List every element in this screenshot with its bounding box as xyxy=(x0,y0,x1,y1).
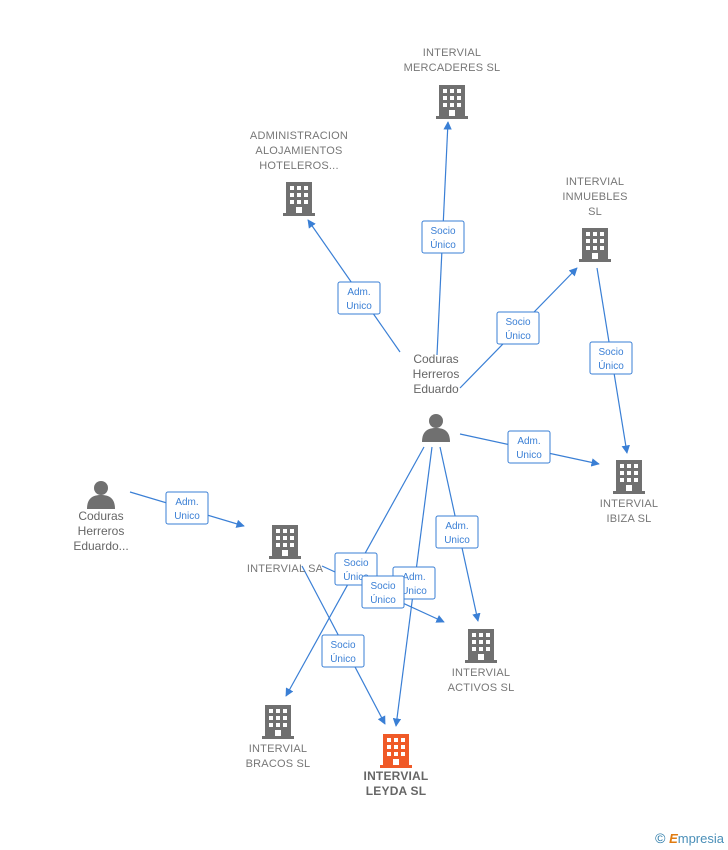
edge-label-coduras_other-to-intervial_sa[interactable]: Adm. Unico xyxy=(165,491,209,525)
edge-label-text: Socio xyxy=(330,640,355,651)
edge-label-text: Socio xyxy=(343,558,368,569)
building-icon xyxy=(283,182,315,216)
node-label: Herreros xyxy=(78,524,125,538)
edge-label-box xyxy=(321,634,365,668)
building-icon xyxy=(613,460,645,494)
edge-label-text: Unico xyxy=(516,450,542,461)
edge-label-text: Socio xyxy=(430,226,455,237)
node-label: INTERVIAL xyxy=(452,667,510,679)
node-label: INTERVIAL xyxy=(600,498,658,510)
node-label: INTERVIAL SA xyxy=(247,563,324,575)
edge-label-box xyxy=(361,575,405,609)
node-bracos[interactable]: INTERVIAL BRACOS SL xyxy=(246,705,311,770)
edge-label-box xyxy=(165,491,209,525)
edge-label-text: Adm. xyxy=(517,436,540,447)
node-label: Eduardo xyxy=(413,382,459,396)
node-label: LEYDA SL xyxy=(366,784,427,798)
edge-labels-layer: SocioÚnicoAdm.UnicoSocioÚnicoSocioÚnicoA… xyxy=(165,220,633,668)
building-icon xyxy=(579,228,611,262)
node-label: BRACOS SL xyxy=(246,758,311,770)
brand-initial: E xyxy=(669,831,678,846)
node-label: INTERVIAL xyxy=(423,47,481,59)
copyright-symbol: © xyxy=(655,830,666,846)
edge-label-box xyxy=(589,341,633,375)
edge-label-text: Socio xyxy=(505,317,530,328)
node-label: MERCADERES SL xyxy=(404,62,501,74)
node-administracion[interactable]: ADMINISTRACION ALOJAMIENTOS HOTELEROS... xyxy=(250,130,348,216)
node-coduras-other[interactable]: CodurasHerrerosEduardo... xyxy=(73,481,129,553)
edge-label-text: Unico xyxy=(174,511,200,522)
node-label: ALOJAMIENTOS xyxy=(255,145,342,157)
node-label: INMUEBLES xyxy=(562,191,627,203)
edge-label-text: Unico xyxy=(401,586,427,597)
edge-label-text: Adm. xyxy=(347,287,370,298)
edge-label-box xyxy=(507,430,551,464)
building-icon xyxy=(380,734,412,768)
edge-label-text: Adm. xyxy=(445,521,468,532)
building-icon xyxy=(436,85,468,119)
nodes-layer: INTERVIAL MERCADERES SL ADMINISTRACION ALOJ… xyxy=(73,47,658,798)
edge-label-text: Unico xyxy=(346,301,372,312)
node-activos[interactable]: INTERVIAL ACTIVOS SL xyxy=(448,629,515,694)
node-label: HOTELEROS... xyxy=(259,160,338,172)
node-label: Herreros xyxy=(413,367,460,381)
building-icon xyxy=(465,629,497,663)
edge-label-text: Único xyxy=(370,593,396,606)
edge-label-box xyxy=(421,220,465,254)
node-label: SL xyxy=(588,206,602,218)
edge-label-coduras_main-to-ibiza[interactable]: Adm. Unico xyxy=(507,430,551,464)
edge-label-text: Único xyxy=(430,238,456,251)
brand-name: mpresia xyxy=(677,831,724,846)
edge-label-box xyxy=(496,311,540,345)
footer-brand[interactable]: © Empresia xyxy=(655,830,724,846)
person-icon xyxy=(422,414,450,442)
edge-label-coduras_main-to-activos[interactable]: Adm. Unico xyxy=(435,515,479,549)
node-label: Coduras xyxy=(413,352,458,366)
edge-label-text: Adm. xyxy=(175,497,198,508)
building-icon xyxy=(262,705,294,739)
node-label: INTERVIAL xyxy=(249,743,307,755)
edges-layer xyxy=(129,121,630,727)
person-icon xyxy=(87,481,115,509)
edge-label-text: Único xyxy=(598,359,624,372)
edge-label-coduras_main-to-administracion[interactable]: Adm. Unico xyxy=(337,281,381,315)
building-icon xyxy=(269,525,301,559)
edge-label-text: Único xyxy=(330,652,356,665)
edge-label-text: Socio xyxy=(598,347,623,358)
node-label: Eduardo... xyxy=(73,539,128,553)
node-label: ACTIVOS SL xyxy=(448,682,515,694)
node-ibiza[interactable]: INTERVIAL IBIZA SL xyxy=(600,460,658,525)
edge-label-box xyxy=(435,515,479,549)
edge-label-text: Adm. xyxy=(402,572,425,583)
node-label: IBIZA SL xyxy=(606,513,651,525)
node-label: Coduras xyxy=(78,509,123,523)
node-label: INTERVIAL xyxy=(566,176,624,188)
edge-label-text: Unico xyxy=(444,535,470,546)
edge-label-text: Único xyxy=(505,329,531,342)
node-intervial-sa[interactable]: INTERVIAL SA xyxy=(247,525,324,575)
edge-label-box xyxy=(337,281,381,315)
node-mercaderes[interactable]: INTERVIAL MERCADERES SL xyxy=(404,47,501,119)
node-inmuebles[interactable]: INTERVIAL INMUEBLES SL xyxy=(562,176,627,262)
edge-label-text: Socio xyxy=(370,581,395,592)
node-label: INTERVIAL xyxy=(364,769,429,783)
node-label: ADMINISTRACION xyxy=(250,130,348,142)
